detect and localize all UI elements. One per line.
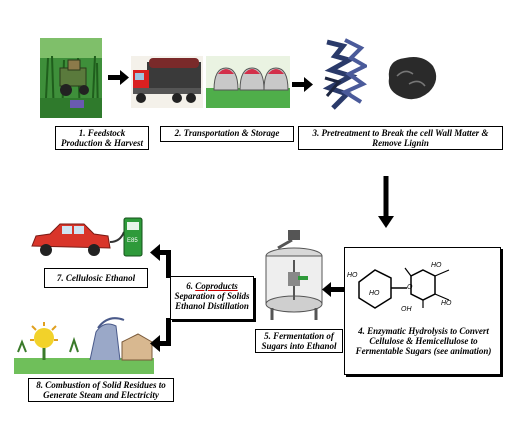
step-1-label: 1. Feedstock Production & Harvest xyxy=(55,126,149,150)
ethanol-car-pump-drawing: E85 xyxy=(28,212,148,264)
step-5-label: 5. Fermentation of Sugars into Ethanol xyxy=(255,329,343,353)
step-4-label: 4. Enzymatic Hydrolysis to Convert Cellu… xyxy=(355,326,492,356)
label-oh: OH xyxy=(401,306,412,313)
step-6-label: 6. Coproducts Separation of Solids Ethan… xyxy=(170,276,254,320)
transport-truck-drawing xyxy=(131,56,203,108)
svg-text:E85: E85 xyxy=(127,238,138,244)
step-3-label: 3. Pretreatment to Break the cell Wall M… xyxy=(298,126,503,150)
hydrolysis-box: HO HO HO HO O OH 4. Enzymatic Hydrolysis… xyxy=(344,247,501,375)
feedstock-drawing xyxy=(40,38,102,118)
label-ho-2: HO xyxy=(369,290,380,297)
step-8-label: 8. Combustion of Solid Residues to Gener… xyxy=(28,378,174,402)
step-7-label: 7. Cellulosic Ethanol xyxy=(44,268,148,288)
label-ho-3: HO xyxy=(431,262,442,269)
arrow-1-to-2 xyxy=(108,70,129,85)
label-ho-1: HO xyxy=(347,272,358,279)
combustion-scene-drawing xyxy=(14,312,154,374)
arrow-2-to-3 xyxy=(292,77,313,92)
arrow-3-to-4 xyxy=(378,176,394,228)
label-o: O xyxy=(407,284,413,291)
pretreatment-fiber-drawing xyxy=(321,38,367,116)
lignin-lump-drawing xyxy=(379,48,445,108)
glucose-ring-structure xyxy=(358,267,450,309)
fermentation-tank-drawing xyxy=(258,226,330,322)
label-ho-4: HO xyxy=(441,300,452,307)
step-2-label: 2. Transportation & Storage xyxy=(160,126,294,142)
storage-silos-drawing xyxy=(206,56,290,108)
arrow-6-to-7 xyxy=(150,244,171,278)
